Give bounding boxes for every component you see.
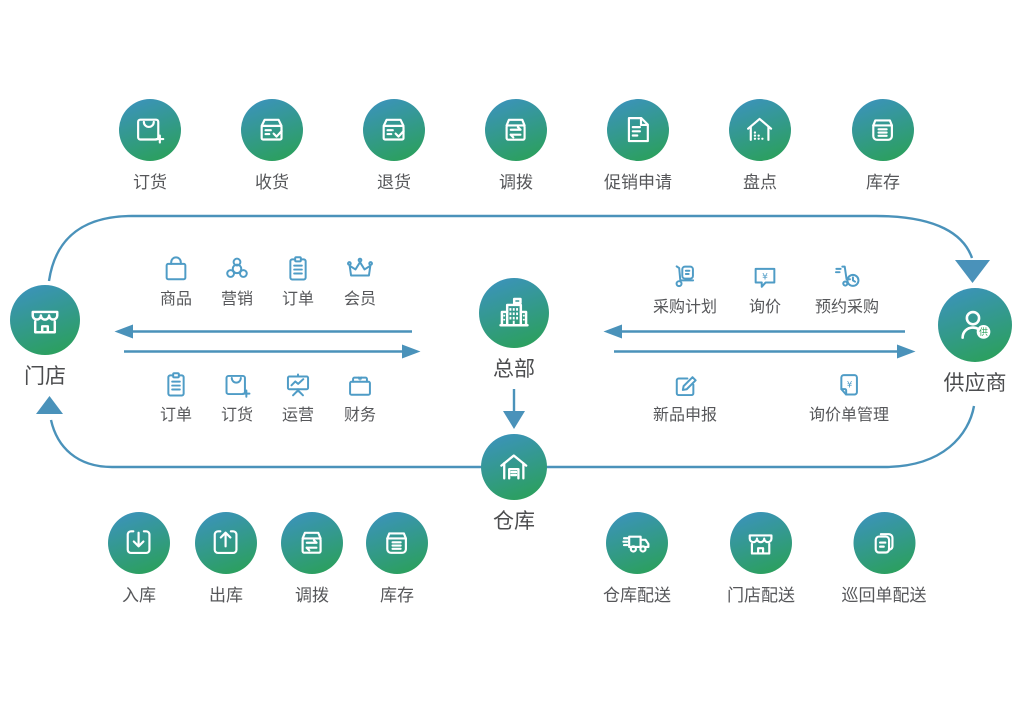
storefront-icon (24, 299, 66, 341)
process-warehouse-delivery: 仓库配送 (603, 512, 671, 606)
order-clipboard-icon (281, 252, 315, 286)
inventory-bin-icon (864, 111, 901, 148)
flow-item-inquiry: 询价 (748, 260, 782, 316)
goods-bag-icon (159, 252, 193, 286)
finance-cashbox-icon (343, 368, 377, 402)
stocktake-house-icon (741, 111, 778, 148)
warehouse-house-icon (494, 447, 534, 487)
node-headquarters: 总部 (479, 278, 549, 381)
process-ordering: 订货 (119, 99, 181, 193)
supplier-person-icon: 供 (961, 310, 991, 339)
process-promo-application: 促销申请 (604, 99, 672, 193)
supplier-badge: 供 (979, 326, 988, 338)
process-inventory: 库存 (852, 99, 914, 193)
transfer-box-icon (497, 111, 534, 148)
process-transfer: 调拨 (485, 99, 547, 193)
loop-top-curve (47, 214, 974, 282)
process-wh-inventory: 库存 (366, 512, 428, 606)
process-label: 盘点 (743, 173, 777, 193)
process-receiving: 收货 (241, 99, 303, 193)
flow-item-marketing: 营销 (220, 252, 254, 308)
process-label: 门店配送 (727, 586, 795, 606)
node-label: 供应商 (943, 371, 1007, 395)
arrowhead-left-to-hq-right (603, 324, 622, 339)
process-label: 促销申请 (604, 173, 672, 193)
node-label: 门店 (24, 364, 66, 388)
flow-item-finance: 财务 (343, 368, 377, 424)
promo-document-icon (619, 111, 656, 148)
flow-item-members: 会员 (343, 252, 377, 308)
flow-item-ordering: 订货 (220, 368, 254, 424)
arrowhead-right-to-supplier (897, 344, 916, 359)
process-wh-transfer: 调拨 (281, 512, 343, 606)
process-label: 退货 (377, 173, 411, 193)
return-box-icon (375, 111, 412, 148)
inquiry-bubble-icon (748, 260, 782, 294)
node-label: 仓库 (493, 509, 535, 533)
purchase-plan-cart-icon (668, 260, 702, 294)
marketing-network-icon (220, 252, 254, 286)
operations-board-icon (281, 368, 315, 402)
process-outbound: 出库 (195, 512, 257, 606)
arrowhead-to-warehouse (503, 411, 525, 429)
inventory-bin-icon (378, 524, 415, 561)
process-label: 巡回单配送 (841, 586, 927, 606)
node-store: 门店 (10, 285, 80, 388)
arrowhead-to-supplier (955, 260, 990, 283)
arrowhead-left-to-store (114, 324, 133, 339)
arrowhead-right-to-hq-left (402, 344, 421, 359)
process-label: 订货 (133, 173, 167, 193)
storefront-icon (742, 524, 779, 561)
arrowhead-to-store-loop (36, 396, 63, 414)
process-inbound: 入库 (108, 512, 170, 606)
inbound-icon (120, 524, 157, 561)
process-label: 收货 (255, 173, 289, 193)
loop-bottom-curve (49, 405, 976, 469)
node-supplier: 供 供应商 (938, 288, 1012, 395)
node-warehouse: 仓库 (481, 434, 547, 533)
process-label: 库存 (380, 586, 414, 606)
member-crown-icon (343, 252, 377, 286)
headquarters-building-icon (493, 292, 535, 334)
order-clipboard-icon (159, 368, 193, 402)
truck-icon (618, 524, 655, 561)
process-label: 出库 (209, 586, 243, 606)
outbound-icon (207, 524, 244, 561)
process-label: 入库 (122, 586, 156, 606)
process-label: 仓库配送 (603, 586, 671, 606)
process-label: 库存 (866, 173, 900, 193)
transfer-box-icon (293, 524, 330, 561)
order-bag-icon (131, 111, 168, 148)
reserve-purchase-cart-icon (830, 260, 864, 294)
process-label: 调拨 (499, 173, 533, 193)
flow-item-operations: 运营 (281, 368, 315, 424)
flow-item-goods: 商品 (159, 252, 193, 308)
order-bag-icon (220, 368, 254, 402)
flow-item-orders: 订单 (281, 252, 315, 308)
quotation-doc-icon (832, 368, 866, 402)
flow-item-quotation-mgmt: 询价单管理 (809, 368, 889, 424)
flow-item-reserve-purchase: 预约采购 (815, 260, 879, 316)
flow-item-purchase-plan: 采购计划 (653, 260, 717, 316)
docs-stack-icon (865, 524, 902, 561)
process-returns: 退货 (363, 99, 425, 193)
process-tour-delivery: 巡回单配送 (842, 512, 927, 606)
flow-item-new-product: 新品申报 (653, 368, 717, 424)
new-product-edit-icon (668, 368, 702, 402)
process-stocktake: 盘点 (729, 99, 791, 193)
receive-box-icon (253, 111, 290, 148)
process-store-delivery: 门店配送 (727, 512, 795, 606)
process-label: 调拨 (295, 586, 329, 606)
flow-item-order-report: 订单 (159, 368, 193, 424)
node-label: 总部 (493, 357, 535, 381)
